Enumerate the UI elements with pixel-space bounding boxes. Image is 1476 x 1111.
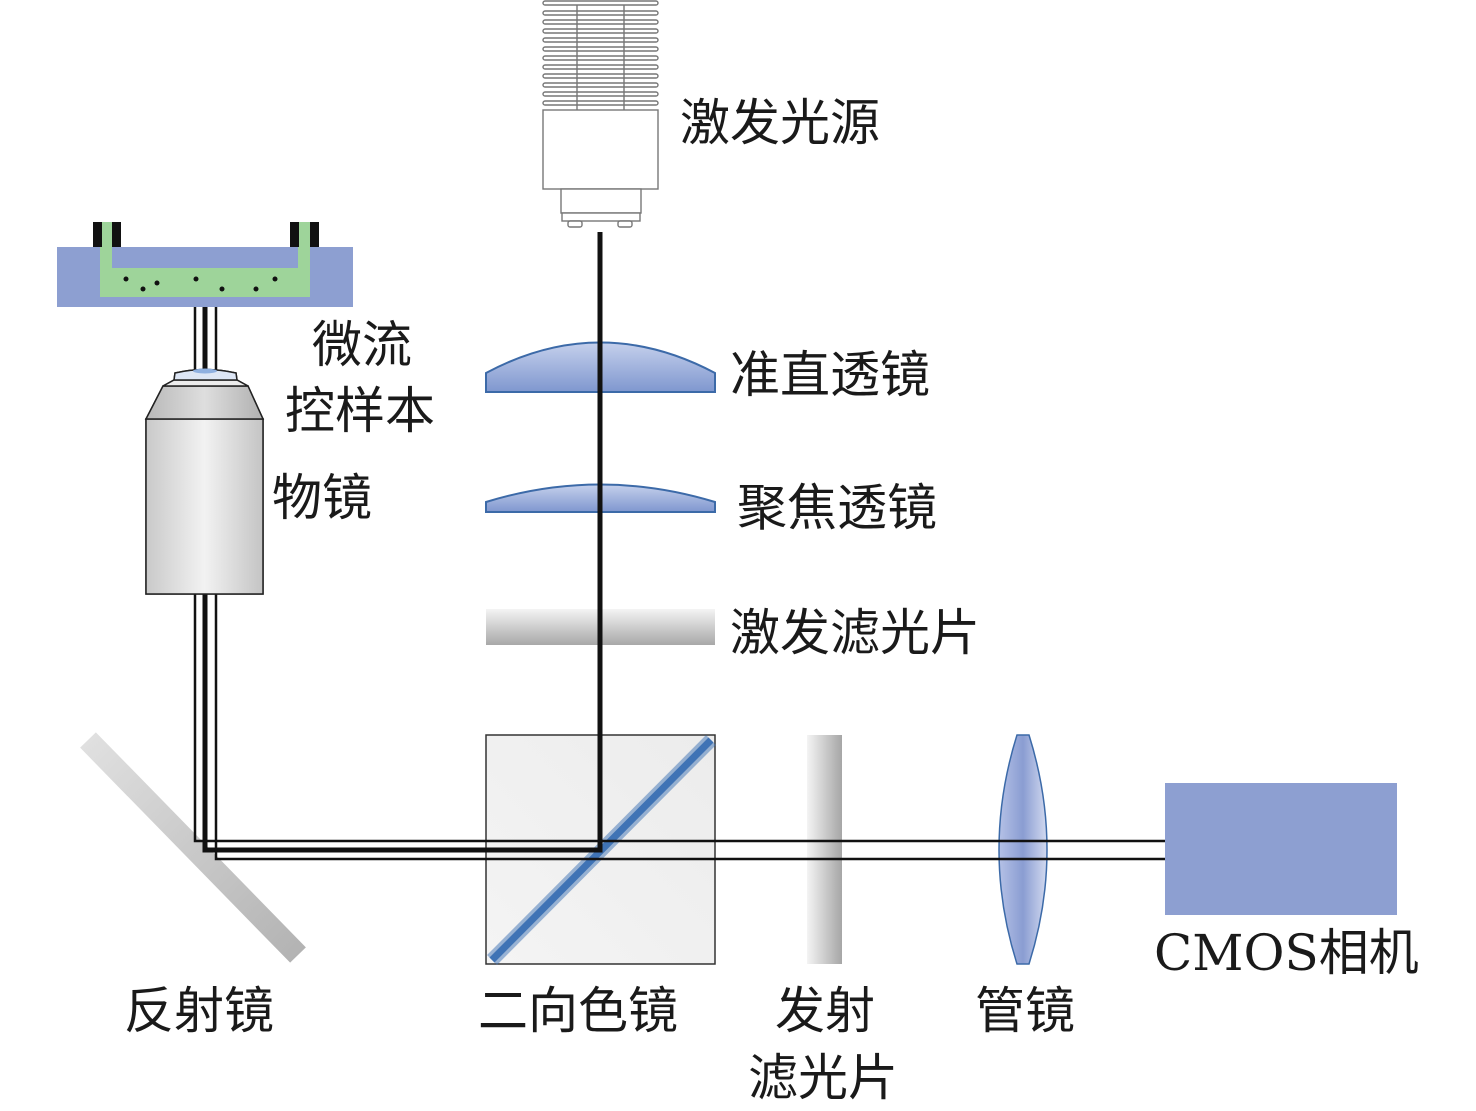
light-source — [542, 0, 659, 228]
heatsink-fins — [542, 0, 659, 110]
label-focusing-lens: 聚焦透镜 — [737, 479, 937, 537]
emission-filter — [807, 735, 842, 964]
source-body — [542, 109, 659, 190]
label-excitation-filter: 激发滤光片 — [730, 604, 980, 662]
label-light-source: 激发光源 — [680, 94, 880, 152]
label-microfluidic-sample-2: 控样本 — [285, 382, 435, 440]
label-mirror: 反射镜 — [124, 982, 274, 1040]
source-neck — [560, 188, 642, 214]
label-emission-filter-2: 滤光片 — [748, 1049, 898, 1107]
sample-particles — [123, 276, 278, 292]
tube-lens — [998, 734, 1048, 965]
label-collimating-lens: 准直透镜 — [730, 346, 930, 404]
label-cmos-camera: CMOS相机 — [1154, 924, 1419, 982]
label-microfluidic-sample-1: 微流 — [312, 316, 412, 374]
cmos-camera — [1165, 783, 1397, 915]
mirror — [80, 732, 306, 963]
label-tube-lens: 管镜 — [975, 982, 1075, 1040]
microfluidic-chip — [57, 222, 353, 307]
label-dichroic-mirror: 二向色镜 — [478, 982, 678, 1040]
label-emission-filter-1: 发射 — [775, 982, 875, 1040]
label-objective: 物镜 — [272, 469, 372, 527]
